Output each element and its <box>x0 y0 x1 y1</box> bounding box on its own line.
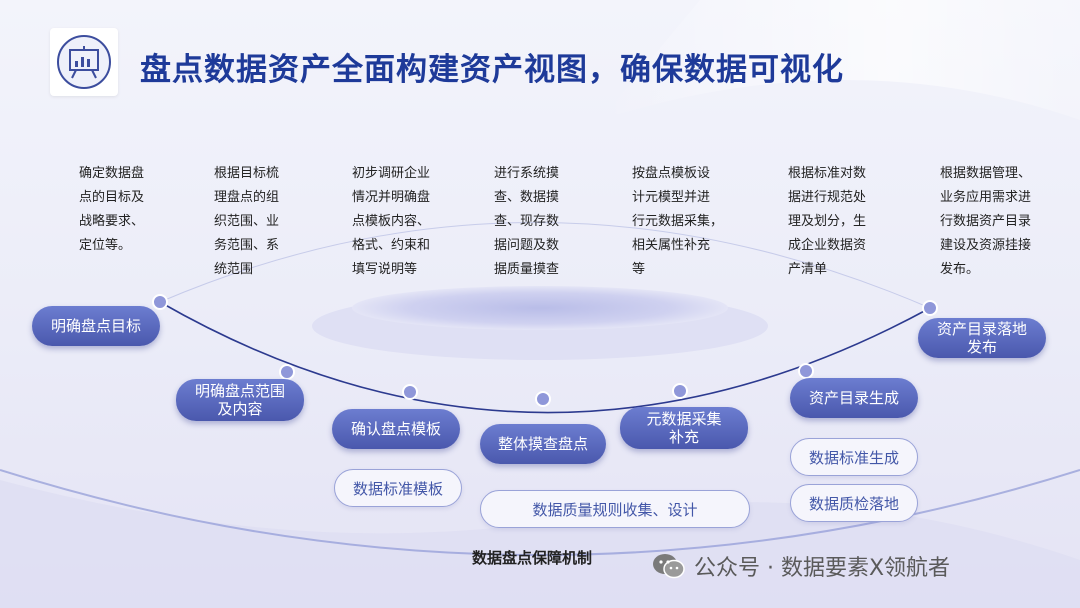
orbit-node <box>535 391 551 407</box>
orbit-arc-back <box>159 221 931 309</box>
step-description: 按盘点模板设 计元模型并进 行元数据采集， 相关属性补充 等 <box>632 166 724 277</box>
step-pill-catalog: 资产目录生成 <box>790 378 918 418</box>
step-description: 确定数据盘 点的目标及 战略要求、 定位等。 <box>79 166 145 253</box>
platform-disc-inner <box>352 286 728 330</box>
footer-label: 数据盘点保障机制 <box>472 549 593 567</box>
output-pill-standard-generation: 数据标准生成 <box>790 438 918 476</box>
orbit-node <box>402 384 418 400</box>
step-pill-survey: 整体摸查盘点 <box>480 424 606 464</box>
wechat-icon <box>653 554 685 579</box>
step-description: 根据数据管理、 业务应用需求进 行数据资产目录 建设及资源挂接 发布。 <box>940 166 1032 277</box>
orbit-node <box>672 383 688 399</box>
watermark: 公众号 · 数据要素X领航者 <box>652 550 950 582</box>
step-pill-template: 确认盘点模板 <box>332 409 460 449</box>
step-description: 根据目标梳 理盘点的组 织范围、业 务范围、系 统范围 <box>214 166 280 277</box>
presentation-board-icon <box>57 35 111 89</box>
step-pill-goal: 明确盘点目标 <box>32 306 160 346</box>
step-description: 初步调研企业 情况并明确盘 点模板内容、 格式、约束和 填写说明等 <box>352 166 431 277</box>
orbit-node <box>279 364 295 380</box>
page-title: 盘点数据资产全面构建资产视图，确保数据可视化 <box>140 52 844 88</box>
orbit-node <box>798 363 814 379</box>
output-pill-quality-check: 数据质检落地 <box>790 484 918 522</box>
step-description: 根据标准对数 据进行规范处 理及划分，生 成企业数据资 产清单 <box>788 166 867 277</box>
step-description: 进行系统摸 查、数据摸 查、现存数 据问题及数 据质量摸查 <box>494 166 560 277</box>
output-pill-standard-template: 数据标准模板 <box>334 469 462 507</box>
step-pill-scope: 明确盘点范围 及内容 <box>176 379 304 421</box>
step-pill-publish: 资产目录落地 发布 <box>918 318 1046 358</box>
orbit-node <box>152 294 168 310</box>
orbit-node <box>922 300 938 316</box>
step-pill-metadata: 元数据采集 补充 <box>620 407 748 449</box>
logo <box>50 28 118 96</box>
orbit-arc <box>159 301 931 414</box>
watermark-text: 公众号 · 数据要素X领航者 <box>694 556 951 581</box>
output-pill-quality-rules: 数据质量规则收集、设计 <box>480 490 750 528</box>
